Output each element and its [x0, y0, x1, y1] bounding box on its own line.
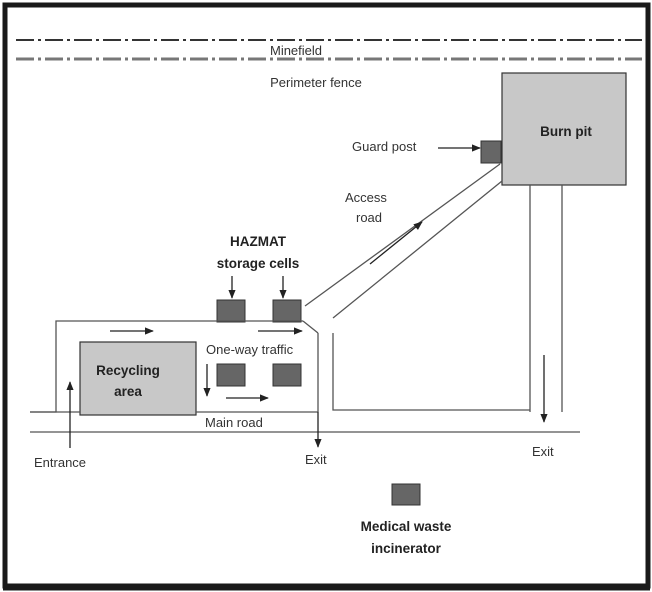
hazmat-cell-4 — [272, 363, 302, 387]
yard-road-connector — [302, 320, 319, 334]
hazmat-cell-3 — [216, 363, 246, 387]
hazmat-label-2: storage cells — [217, 256, 300, 271]
incinerator-label-2: incinerator — [371, 541, 442, 556]
access-road-edge-right — [332, 180, 503, 319]
access-road-edge-left — [304, 163, 501, 307]
incinerator-label-1: Medical waste — [361, 519, 452, 534]
guard-post-label: Guard post — [352, 139, 417, 154]
access-road-arrow — [369, 221, 423, 265]
main-road-label: Main road — [205, 415, 263, 430]
recycling-area-label-2: area — [114, 384, 142, 399]
access-road-label-1: Access — [345, 190, 387, 205]
exit-right-label: Exit — [532, 444, 554, 459]
medical-waste-incinerator-box — [391, 483, 421, 506]
hazmat-label-1: HAZMAT — [230, 234, 287, 249]
one-way-traffic-label: One-way traffic — [206, 342, 294, 357]
exit-center-label: Exit — [305, 452, 327, 467]
recycling-area-box — [79, 341, 197, 416]
perimeter-fence-label: Perimeter fence — [270, 75, 362, 90]
hazmat-cell-1 — [216, 299, 246, 323]
burn-pit-label: Burn pit — [540, 124, 592, 139]
hazmat-cell-2 — [272, 299, 302, 323]
entrance-label: Entrance — [34, 455, 86, 470]
guard-post-box — [480, 140, 502, 164]
access-loop-road — [332, 333, 530, 411]
minefield-label: Minefield — [270, 43, 322, 58]
recycling-area-label-1: Recycling — [96, 363, 160, 378]
burn-pit-box — [501, 72, 627, 186]
access-road-label-2: road — [356, 210, 382, 225]
